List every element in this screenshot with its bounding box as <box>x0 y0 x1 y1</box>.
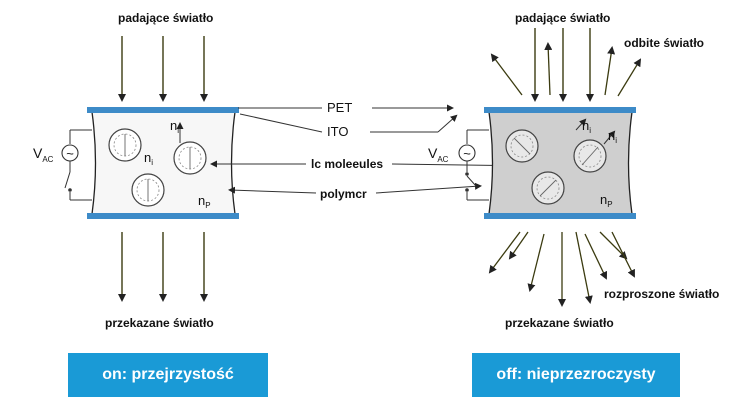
scattered-ray <box>575 231 593 304</box>
transmitted-light-label: przekazane światło <box>505 316 614 330</box>
vac-label: VAC <box>428 145 449 164</box>
pet-label: PET <box>327 100 352 115</box>
scattered-light-label: rozproszone światło <box>604 287 719 301</box>
cell-off: ni ni nP ~ VAC <box>428 28 642 307</box>
reflected-ray <box>604 46 616 96</box>
transmitted-light-label: przekazane światło <box>105 316 214 330</box>
leader-lines <box>210 104 537 194</box>
reflected-ray <box>617 58 642 97</box>
incident-light-label: padające światło <box>118 11 213 25</box>
pdlc-diagram: ni ni nP ~ VAC padające światło przekaza… <box>33 11 719 330</box>
top-electrode <box>484 107 636 113</box>
ito-label: ITO <box>327 124 348 139</box>
scattered-ray <box>611 231 635 278</box>
state-on-banner: on: przejrzystość <box>68 353 268 397</box>
polymer-label: polymcr <box>320 187 367 201</box>
refractive-index-label: ni <box>170 118 179 135</box>
state-off-banner: off: nieprzezroczysty <box>472 353 680 397</box>
polymer-index-label: nP <box>600 192 613 209</box>
scattered-ray <box>584 233 608 280</box>
lc-droplet <box>131 173 165 207</box>
vac-label: VAC <box>33 145 54 164</box>
lc-droplet <box>505 129 539 163</box>
svg-text:~: ~ <box>66 146 74 161</box>
svg-text:~: ~ <box>463 146 471 161</box>
lc-droplet <box>108 128 142 162</box>
bottom-electrode <box>484 213 636 219</box>
refractive-index-label: ni <box>144 150 153 167</box>
incident-light-label: padające światło <box>515 11 610 25</box>
state-off-label: off: nieprzezroczysty <box>496 366 656 383</box>
ac-circuit: ~ <box>458 129 489 201</box>
lc-droplet <box>531 171 565 205</box>
polymer-index-label: nP <box>198 193 211 210</box>
reflected-ray <box>544 42 553 96</box>
lc-droplet <box>173 122 207 175</box>
bottom-electrode <box>87 213 239 219</box>
scattered-ray <box>527 233 545 292</box>
lc-droplet <box>573 118 616 173</box>
cell-on: ni ni nP ~ VAC <box>33 36 239 302</box>
top-electrode <box>87 107 239 113</box>
scattered-ray <box>488 231 521 274</box>
scattered-ray <box>508 231 529 260</box>
reflected-ray <box>490 53 523 96</box>
cell-body <box>91 111 236 215</box>
scattered-ray <box>599 231 628 260</box>
refractive-index-label: ni <box>608 128 617 145</box>
ac-circuit: ~ <box>61 129 92 201</box>
state-on-label: on: przejrzystość <box>102 366 234 383</box>
reflected-light-label: odbite światło <box>624 36 704 50</box>
refractive-index-label: ni <box>582 118 591 135</box>
lc-molecules-label: lc moleeules <box>311 157 383 171</box>
